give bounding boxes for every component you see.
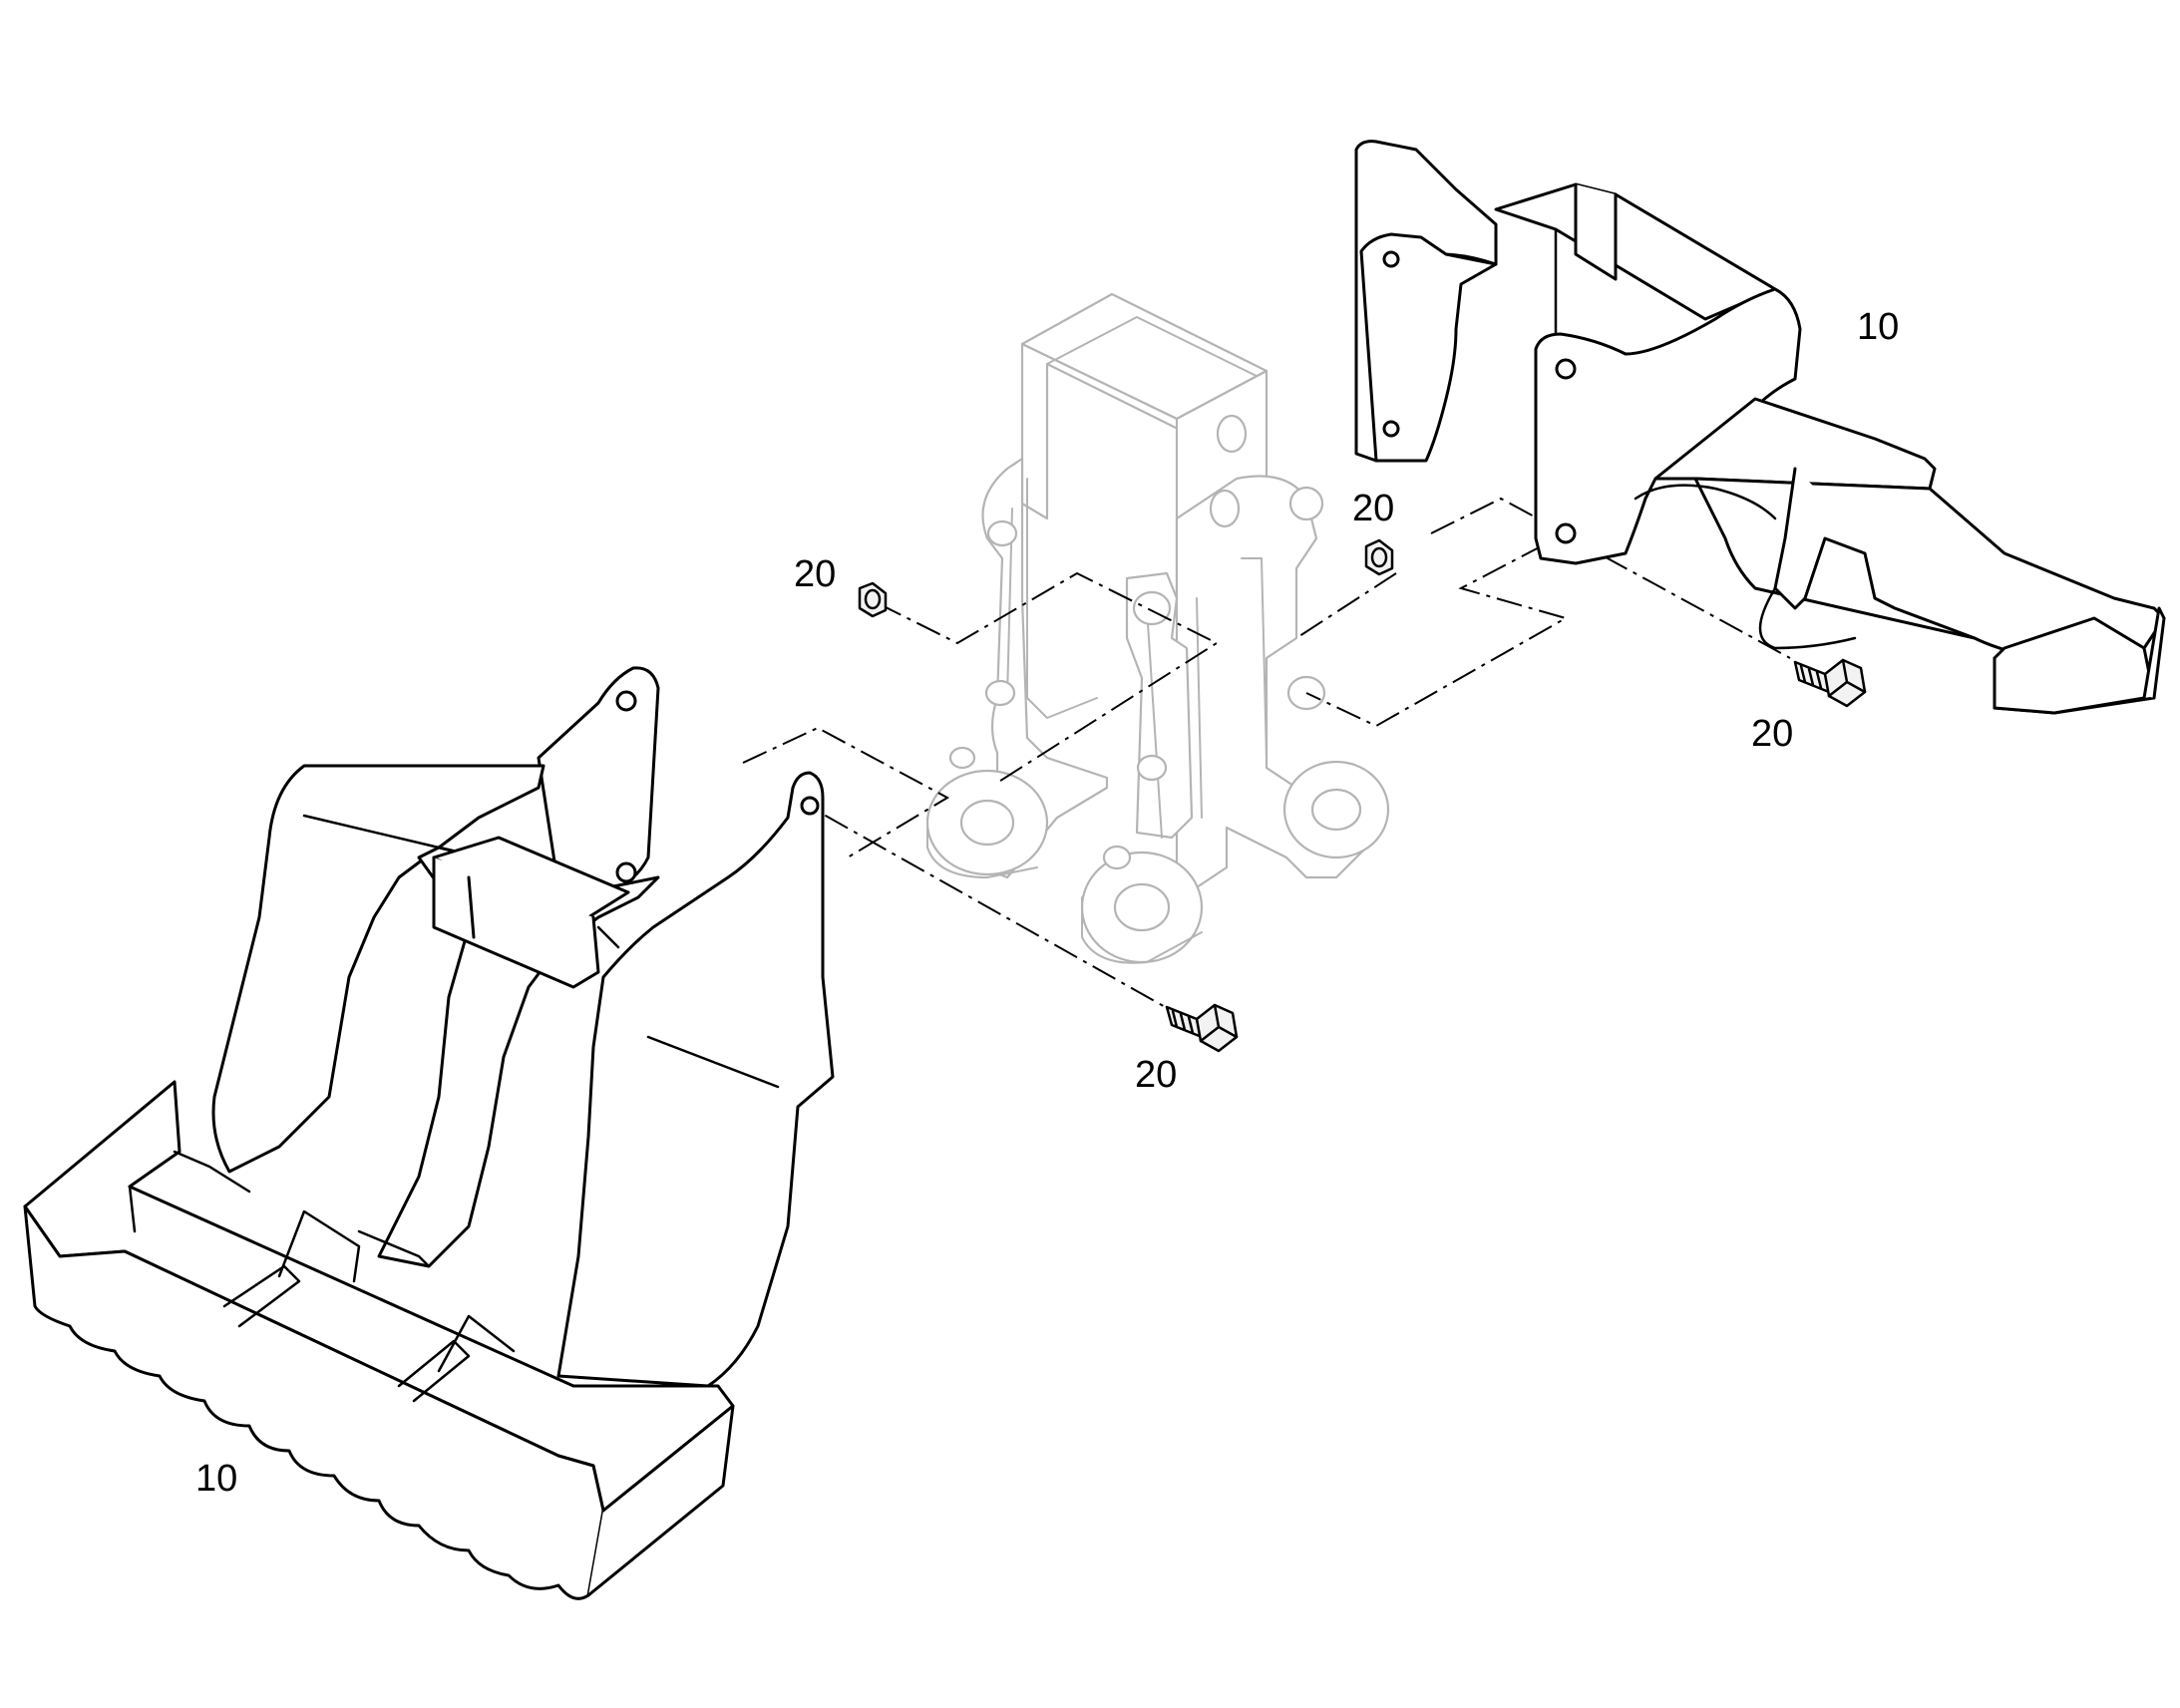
assembly-leader-lines <box>742 497 1791 1023</box>
callout-nut-left: 20 <box>794 553 836 595</box>
bolt-bottom <box>1165 1003 1239 1053</box>
nut-left <box>858 581 888 618</box>
center-bracket-ghost <box>925 292 1390 964</box>
step-assembly-right <box>1354 140 2166 715</box>
callout-bolt-right: 20 <box>1751 713 1793 755</box>
callout-nut-right: 20 <box>1352 488 1394 529</box>
callout-bolt-bottom: 20 <box>1135 1054 1177 1096</box>
nut-right <box>1364 538 1394 576</box>
bolt-right <box>1793 658 1867 708</box>
callout-step-left: 10 <box>195 1458 237 1500</box>
callout-step-right: 10 <box>1857 306 1899 348</box>
step-assembly-left <box>23 666 835 1600</box>
callout-labels: 10 10 20 20 20 20 <box>195 306 1899 1500</box>
